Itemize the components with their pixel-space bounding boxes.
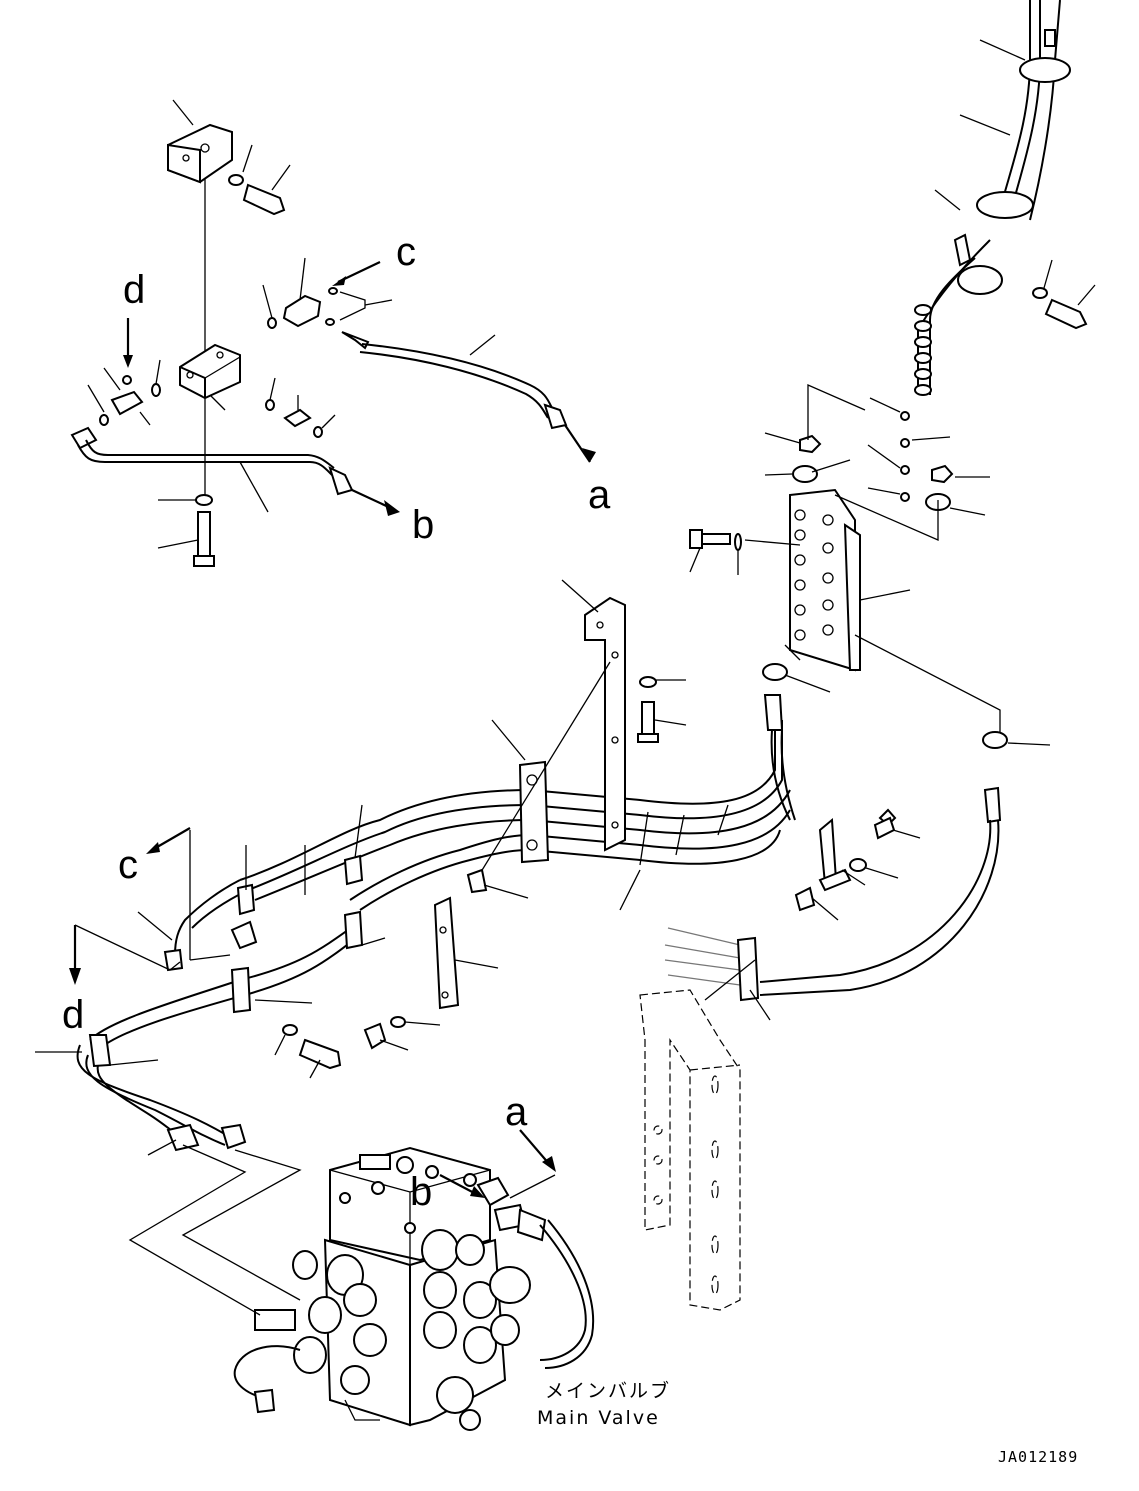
label-b-bottom: b [410,1170,432,1214]
frame-holes [653,1075,719,1295]
connector-lines [74,830,556,1316]
mounting-plate-assembly [689,384,1051,749]
label-c-top: c [396,230,416,274]
upper-left-bracket-assembly [70,99,596,567]
upper-right-hose-clamp-assembly [914,0,1096,396]
center-bracket-group [274,579,687,1079]
callout-arrows [69,827,556,1198]
label-c-left: c [118,843,138,887]
caption-english: Main Valve [537,1407,660,1429]
valve-spools-left [254,1250,387,1395]
label-d-top: d [123,268,145,312]
label-d-left: d [62,993,84,1037]
plate-holes [794,509,834,641]
hose-bundle [35,694,796,1156]
main-valve [233,1146,595,1431]
caption-japanese: メインバルブ [545,1379,671,1402]
valve-spools-right [421,1229,531,1414]
label-a-bottom: a [505,1090,528,1134]
label-a-top: a [588,473,611,517]
reference-code: JA012189 [998,1448,1078,1466]
right-hose-and-frame [639,786,1002,1311]
fitting-chain [914,304,932,396]
label-b-top: b [412,503,434,547]
